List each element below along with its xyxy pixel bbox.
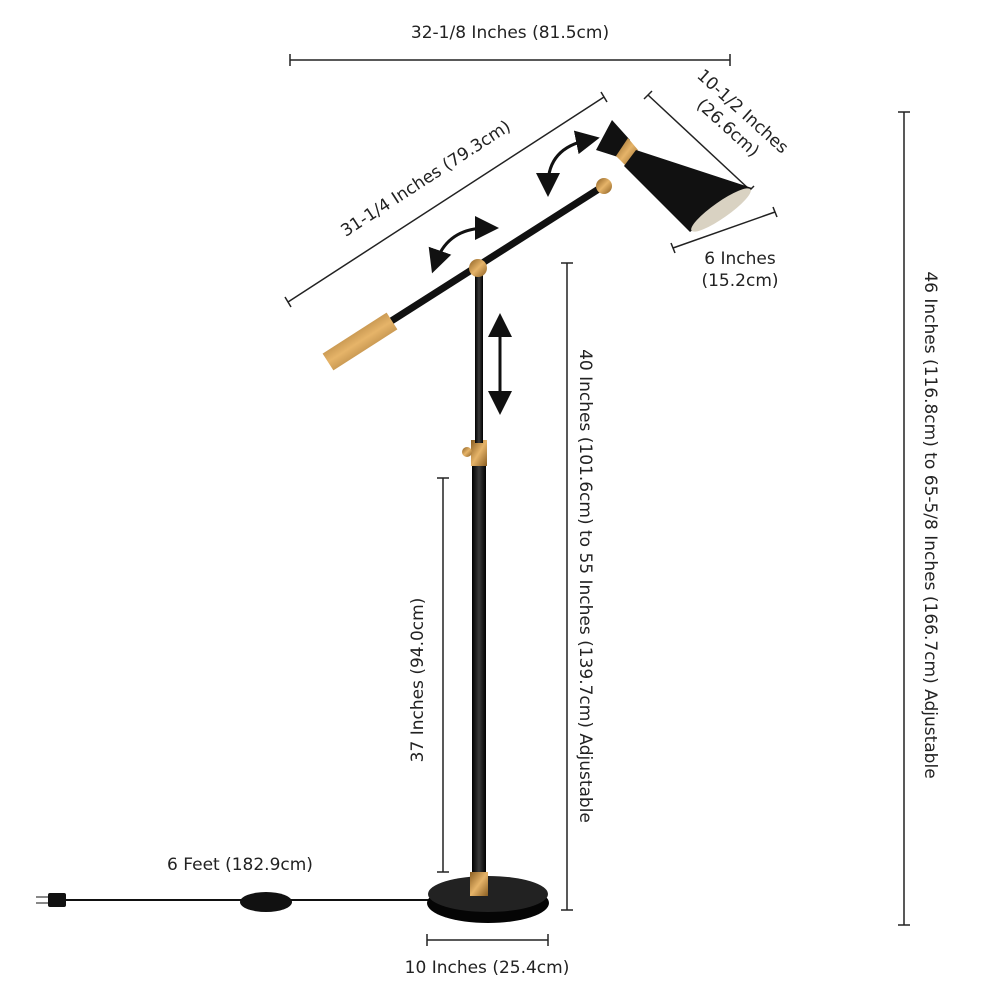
arm-pivot <box>469 259 487 277</box>
arm-rotate-arrow <box>428 216 499 274</box>
motion-arrows <box>428 130 600 415</box>
shade-width-line2: (15.2cm) <box>701 271 779 291</box>
shade-rotate-arrow <box>536 130 600 197</box>
overall-height-label: 46 Inches (116.8cm) to 65-5/8 Inches (16… <box>920 271 940 779</box>
pivot-height-label: 40 Inches (101.6cm) to 55 Inches (139.7c… <box>575 349 595 823</box>
lamp-shade <box>596 120 752 232</box>
arm <box>383 182 607 328</box>
base-diameter-label: 10 Inches (25.4cm) <box>404 958 570 978</box>
inline-switch <box>240 892 292 912</box>
upper-pole <box>475 268 483 443</box>
cord-length-label: 6 Feet (182.9cm) <box>167 855 313 875</box>
height-adjust-collar <box>471 440 487 466</box>
power-cord <box>36 892 435 912</box>
shade-pivot <box>596 178 612 194</box>
lower-pole-height-label: 37 Inches (94.0cm) <box>408 597 428 763</box>
arm-span-label: 32-1/8 Inches (81.5cm) <box>410 23 610 43</box>
shade-width-label: 6 Inches (15.2cm) <box>680 248 800 292</box>
counterweight <box>322 312 398 371</box>
dimension-lines <box>284 54 910 946</box>
lower-pole <box>472 445 486 885</box>
shade-width-line1: 6 Inches <box>704 249 776 269</box>
